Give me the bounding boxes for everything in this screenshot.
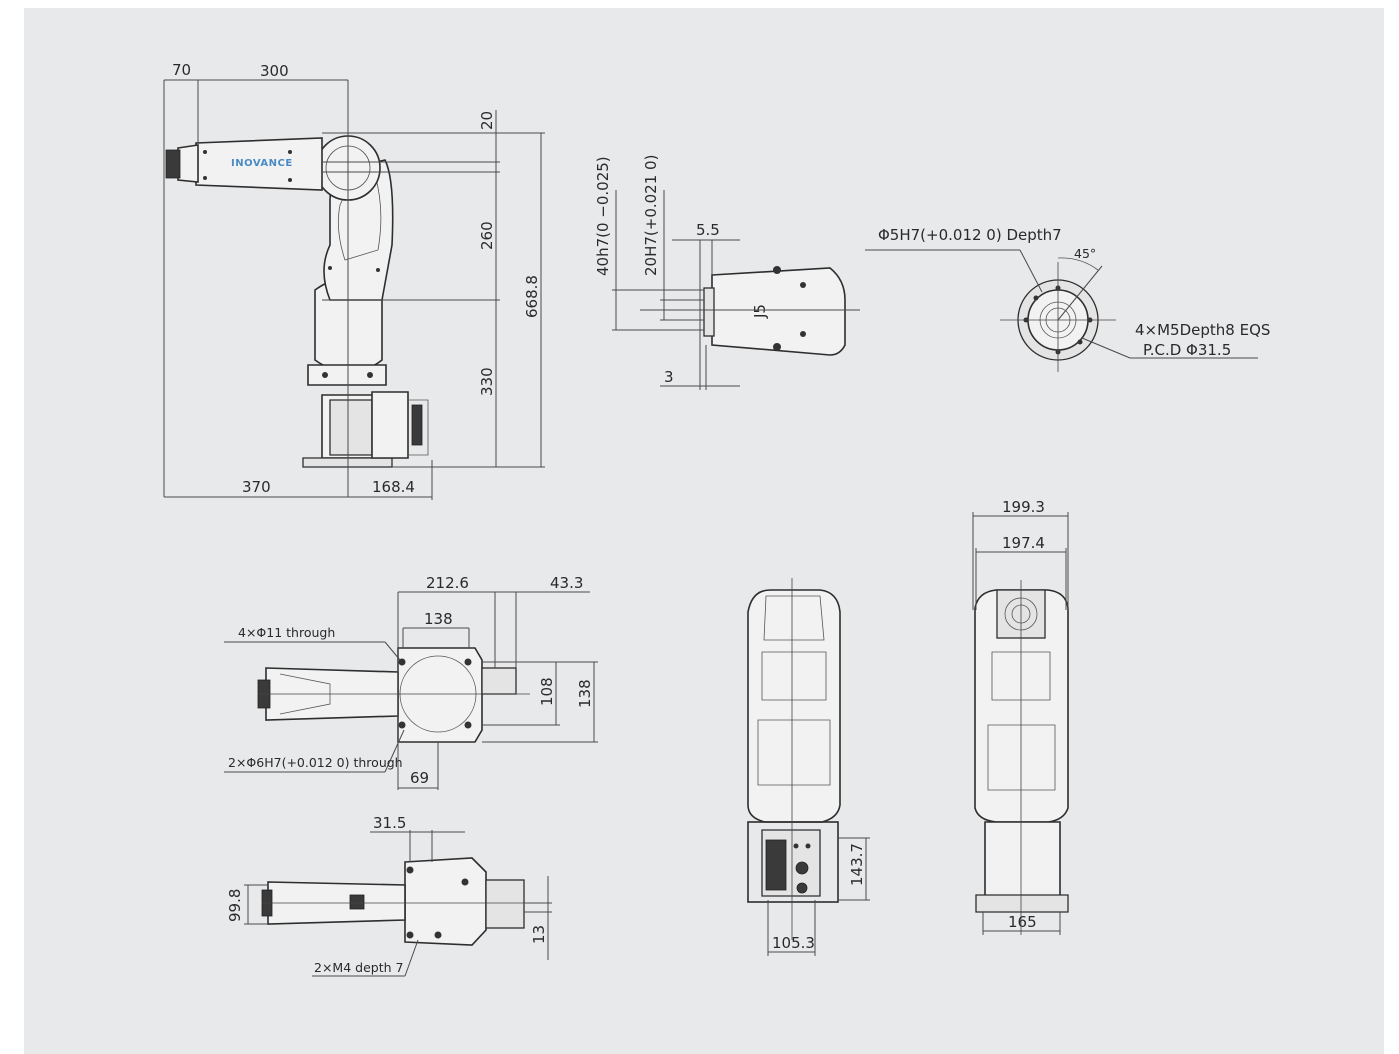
dim-offset-bottom: 31.5 [373, 814, 406, 832]
pcd-note: P.C.D Φ31.5 [1143, 341, 1231, 359]
dim-forearm-length: 260 [478, 221, 496, 250]
angle-label: 45° [1074, 246, 1096, 261]
dim-bore-dia: 20H7(+0.021 0) [642, 155, 660, 276]
tool-holes-note: 2×M4 depth 7 [314, 960, 403, 975]
dim-tool-width: 99.8 [226, 889, 244, 922]
dim-rear-offset: 43.3 [550, 574, 583, 592]
dim-connector-height: 143.7 [848, 843, 866, 886]
side-view: INOVANCE 70 300 20 260 668.8 330 370 168… [163, 61, 545, 500]
drawing-sheet: INOVANCE 70 300 20 260 668.8 330 370 168… [24, 8, 1384, 1054]
front-body [747, 589, 841, 823]
dim-mount-width-inner: 108 [538, 677, 556, 706]
dim-thickness: 3 [664, 368, 674, 386]
dim-base-height: 330 [478, 367, 496, 396]
dim-base-length: 212.6 [426, 574, 469, 592]
dim-shaft-dia: 40h7(0 −0.025) [594, 156, 612, 276]
flange-face-detail: 45° Φ5H7(+0.012 0) Depth7 4×M5Depth8 EQS… [865, 226, 1270, 372]
dim-base-width-front: 105.3 [772, 934, 815, 952]
dim-overall-width: 199.3 [1002, 498, 1045, 516]
side-tool-flange [165, 149, 181, 179]
dim-base-front: 168.4 [372, 478, 415, 496]
bottom-top-view: 31.5 99.8 13 2×M4 depth 7 [226, 814, 552, 977]
back-body [974, 589, 1069, 823]
bottom-connector [485, 879, 525, 929]
dim-body-width: 197.4 [1002, 534, 1045, 552]
side-shoulder-housing [307, 364, 387, 386]
bottom-port [349, 894, 365, 910]
dim-tool-offset: 13 [530, 925, 548, 944]
brand-logo: INOVANCE [231, 158, 293, 169]
side-connector-box [371, 391, 409, 459]
back-base [984, 821, 1061, 906]
back-base-foot [975, 894, 1069, 913]
thread-holes-note: 4×M5Depth8 EQS [1135, 321, 1270, 339]
front-connector-plug [765, 839, 787, 891]
dim-mount-pitch: 138 [424, 610, 453, 628]
joint-label-j5: J5 [751, 304, 769, 319]
pin-holes-note: 2×Φ6H7(+0.012 0) through [228, 755, 403, 770]
back-view: 199.3 197.4 165 [972, 498, 1069, 935]
flange-side-plate [703, 287, 715, 337]
flange-side-body [711, 267, 846, 356]
pin-hole-note: Φ5H7(+0.012 0) Depth7 [878, 226, 1062, 244]
dim-step: 5.5 [696, 221, 720, 239]
top-connector [481, 667, 517, 695]
technical-drawing: INOVANCE 70 300 20 260 668.8 330 370 168… [163, 61, 1270, 977]
side-wrist [177, 144, 199, 183]
flange-side-detail: J5 40h7(0 −0.025) 20H7(+0.021 0) 5.5 3 [594, 155, 860, 390]
mount-holes-note: 4×Φ11 through [238, 625, 335, 640]
side-connector-plug [411, 404, 423, 446]
dim-front-offset: 69 [410, 769, 429, 787]
dim-total-height: 668.8 [523, 275, 541, 318]
bottom-base [404, 857, 487, 946]
dim-top-offset: 20 [478, 111, 496, 130]
dim-base-back: 370 [242, 478, 271, 496]
dim-offset-top-left: 70 [172, 61, 191, 79]
dim-base-width-back: 165 [1008, 913, 1037, 931]
top-view: 212.6 43.3 138 108 138 69 4×Φ11 through … [224, 574, 598, 790]
dim-mount-width-outer: 138 [576, 679, 594, 708]
front-view: 143.7 105.3 [747, 578, 870, 956]
dim-upper-arm-length: 300 [260, 62, 289, 80]
front-port-round [795, 861, 809, 875]
side-base-panel [329, 399, 373, 456]
